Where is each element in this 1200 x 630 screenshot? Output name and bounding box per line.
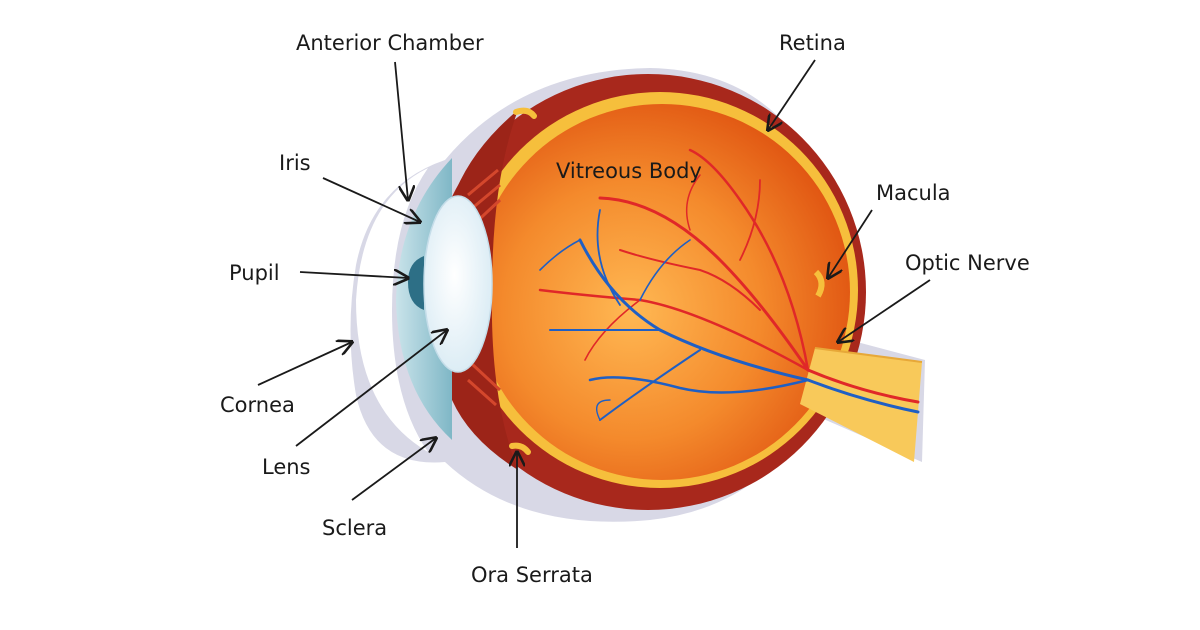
label-vitreous-body: Vitreous Body: [556, 159, 702, 183]
optic-nerve-edge: [814, 347, 923, 363]
label-cornea: Cornea: [220, 393, 295, 417]
label-ora-serrata: Ora Serrata: [471, 563, 593, 587]
macula-shape: [813, 269, 825, 298]
label-anterior-chamber: Anterior Chamber: [296, 31, 484, 55]
optic-nerve-shape: [800, 348, 922, 462]
label-sclera: Sclera: [322, 516, 387, 540]
arrow-sclera: [351, 438, 436, 501]
blood-vessels-arteries: [538, 148, 920, 404]
blood-vessels-veins: [539, 209, 920, 421]
vitreous-body-shape: [474, 104, 850, 480]
label-iris: Iris: [279, 151, 311, 175]
label-macula: Macula: [876, 181, 951, 205]
pupil-shape: [408, 256, 424, 310]
arrow-lens: [295, 330, 447, 447]
arrow-retina: [768, 59, 816, 130]
arrow-anterior-chamber: [394, 61, 408, 200]
ora-serrata-bottom: [509, 442, 531, 455]
arrow-iris: [322, 177, 420, 222]
arrow-optic-nerve: [838, 279, 931, 342]
label-lens: Lens: [262, 455, 311, 479]
label-optic-nerve: Optic Nerve: [905, 251, 1030, 275]
ciliary-muscle-lines: [467, 168, 502, 407]
arrow-cornea: [257, 342, 352, 386]
arrow-pupil: [299, 272, 408, 278]
label-retina: Retina: [779, 31, 846, 55]
arrow-macula: [828, 209, 873, 278]
label-pupil: Pupil: [229, 261, 280, 285]
lens-shape: [423, 195, 493, 373]
ora-serrata-top: [513, 107, 537, 119]
